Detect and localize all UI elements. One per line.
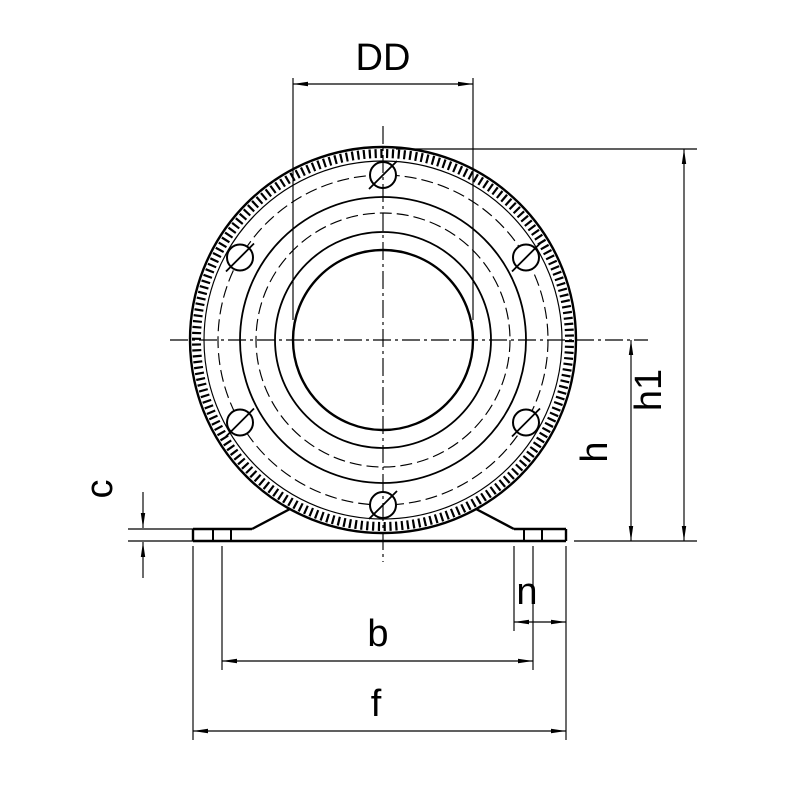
bolt-hole-lower-left [225,407,255,438]
dim-h: h [574,340,634,541]
bolt-hole-upper-right [511,242,541,273]
base-feet [191,507,568,543]
dim-label-c: c [79,480,121,499]
dim-dd: DD [292,37,474,320]
dim-label-n: n [516,571,537,613]
bolt-slash [511,242,541,273]
dim-label-b: b [367,613,388,655]
right-foot-chamfer [475,507,515,531]
bolt-hole-lower-right [511,407,541,438]
dim-label-h1: h1 [628,369,670,411]
centerlines [170,126,648,562]
dim-f: f [192,546,566,740]
bolt-slash [225,242,255,273]
bolt-slash [368,160,398,190]
bolt-hole-upper-left [225,242,255,273]
bolt-holes [225,160,541,520]
dim-n: n [513,546,567,740]
dim-label-dd: DD [356,37,411,79]
bolt-slash [225,407,255,438]
dim-label-h: h [574,441,616,462]
dim-label-f: f [371,683,382,725]
dim-c: c [79,480,193,578]
dim-b: b [221,546,534,670]
bolt-slash [511,407,541,438]
dim-h1: h1 [396,148,697,542]
left-foot-chamfer [251,507,291,531]
